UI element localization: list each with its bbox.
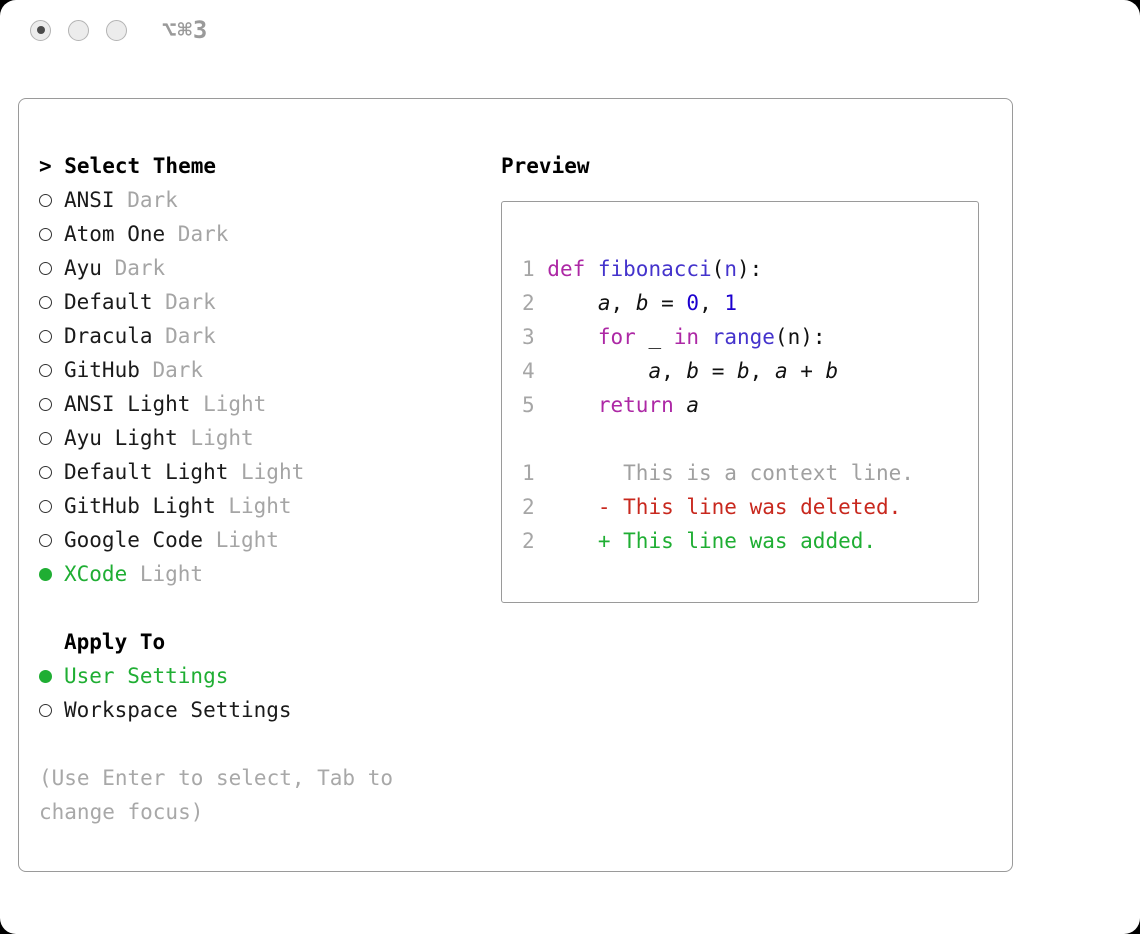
theme-option[interactable]: Ayu Dark xyxy=(39,251,479,285)
theme-variant-tag: Light xyxy=(215,494,292,518)
radio-icon xyxy=(39,465,64,479)
code-line: 1 This is a context line. xyxy=(522,461,914,485)
theme-variant-tag: Light xyxy=(203,528,279,552)
select-theme-title: > Select Theme xyxy=(39,154,217,178)
theme-option[interactable]: Google Code Light xyxy=(39,523,479,557)
code-line: 2 a, b = 0, 1 xyxy=(522,291,738,315)
theme-option[interactable]: Default Light Light xyxy=(39,455,479,489)
theme-variant-tag: Dark xyxy=(152,324,216,348)
preview-title: Preview xyxy=(501,154,590,178)
theme-variant-tag: Light xyxy=(127,562,204,586)
theme-option-label: ANSI Light xyxy=(64,392,191,416)
theme-option[interactable]: Ayu Light Light xyxy=(39,421,479,455)
theme-option-label: Dracula xyxy=(64,324,153,348)
preview-code: 1 def fibonacci(n): 2 a, b = 0, 1 3 for _ … xyxy=(522,252,978,558)
theme-option[interactable]: Default Dark xyxy=(39,285,479,319)
traffic-light-zoom-button[interactable] xyxy=(106,19,127,41)
theme-option[interactable]: ANSI Light Light xyxy=(39,387,479,421)
opt-option[interactable]: Workspace Settings xyxy=(39,693,479,727)
code-line xyxy=(522,422,978,456)
radio-icon xyxy=(39,533,64,547)
radio-icon xyxy=(39,295,64,309)
radio-icon xyxy=(39,499,64,513)
theme-option[interactable]: Dracula Dark xyxy=(39,319,479,353)
code-line: 5 return a xyxy=(522,393,700,417)
theme-variant-tag: Dark xyxy=(139,358,204,382)
traffic-light-minimize-button[interactable] xyxy=(68,19,89,41)
radio-selected-icon xyxy=(39,567,64,581)
code-line: 2 - This line was deleted. xyxy=(522,495,902,519)
theme-option[interactable]: GitHub Light Light xyxy=(39,489,479,523)
theme-variant-tag: Light xyxy=(177,426,254,450)
radio-icon xyxy=(39,703,64,717)
theme-option-label: Ayu xyxy=(64,256,102,280)
theme-option-label: Atom One xyxy=(64,222,166,246)
theme-variant-tag: Dark xyxy=(152,290,216,314)
keyboard-hint-text: (Use Enter to select, Tab to change focu… xyxy=(39,766,394,824)
radio-icon xyxy=(39,193,64,207)
theme-option[interactable]: GitHub Dark xyxy=(39,353,479,387)
preview-code-box: 1 def fibonacci(n): 2 a, b = 0, 1 3 for _ … xyxy=(501,201,979,603)
code-line: 1 def fibonacci(n): xyxy=(522,257,763,281)
theme-option-label: Google Code xyxy=(64,528,204,552)
opt-option-label: Workspace Settings xyxy=(64,698,292,722)
code-line: 3 for _ in range(n): xyxy=(522,325,826,349)
code-line: 4 a, b = b, a + b xyxy=(522,359,839,383)
theme-option[interactable]: Atom One Dark xyxy=(39,217,479,251)
radio-icon xyxy=(39,363,64,377)
code-line: 2 + This line was added. xyxy=(522,529,877,553)
theme-option-label: GitHub Light xyxy=(64,494,216,518)
opt-option[interactable]: User Settings xyxy=(39,659,479,693)
radio-icon xyxy=(39,227,64,241)
radio-icon xyxy=(39,261,64,275)
window-titlebar: ⌥⌘3 xyxy=(30,16,209,44)
radio-icon xyxy=(39,329,64,343)
theme-option-label: Default xyxy=(64,290,153,314)
radio-icon xyxy=(39,431,64,445)
opt-option-label: User Settings xyxy=(64,664,229,688)
theme-variant-tag: Dark xyxy=(165,222,229,246)
apply-to-title: Apply To xyxy=(64,630,166,654)
theme-variant-tag: Dark xyxy=(114,188,178,212)
theme-option[interactable]: XCode Light xyxy=(39,557,479,591)
theme-option-label: Default Light xyxy=(64,460,229,484)
theme-option-label: GitHub xyxy=(64,358,140,382)
theme-option[interactable]: ANSI Dark xyxy=(39,183,479,217)
theme-option-label: Ayu Light xyxy=(64,426,178,450)
window-shortcut-label: ⌥⌘3 xyxy=(162,16,209,44)
theme-option-label: ANSI xyxy=(64,188,115,212)
theme-variant-tag: Light xyxy=(228,460,305,484)
traffic-light-close-button[interactable] xyxy=(30,19,51,41)
theme-option-label: XCode xyxy=(64,562,128,586)
radio-selected-icon xyxy=(39,669,64,683)
theme-variant-tag: Light xyxy=(190,392,267,416)
preview-column: Preview 1 def fibonacci(n): 2 a, b = 0, 1… xyxy=(501,149,979,603)
radio-icon xyxy=(39,397,64,411)
theme-variant-tag: Dark xyxy=(101,256,166,280)
